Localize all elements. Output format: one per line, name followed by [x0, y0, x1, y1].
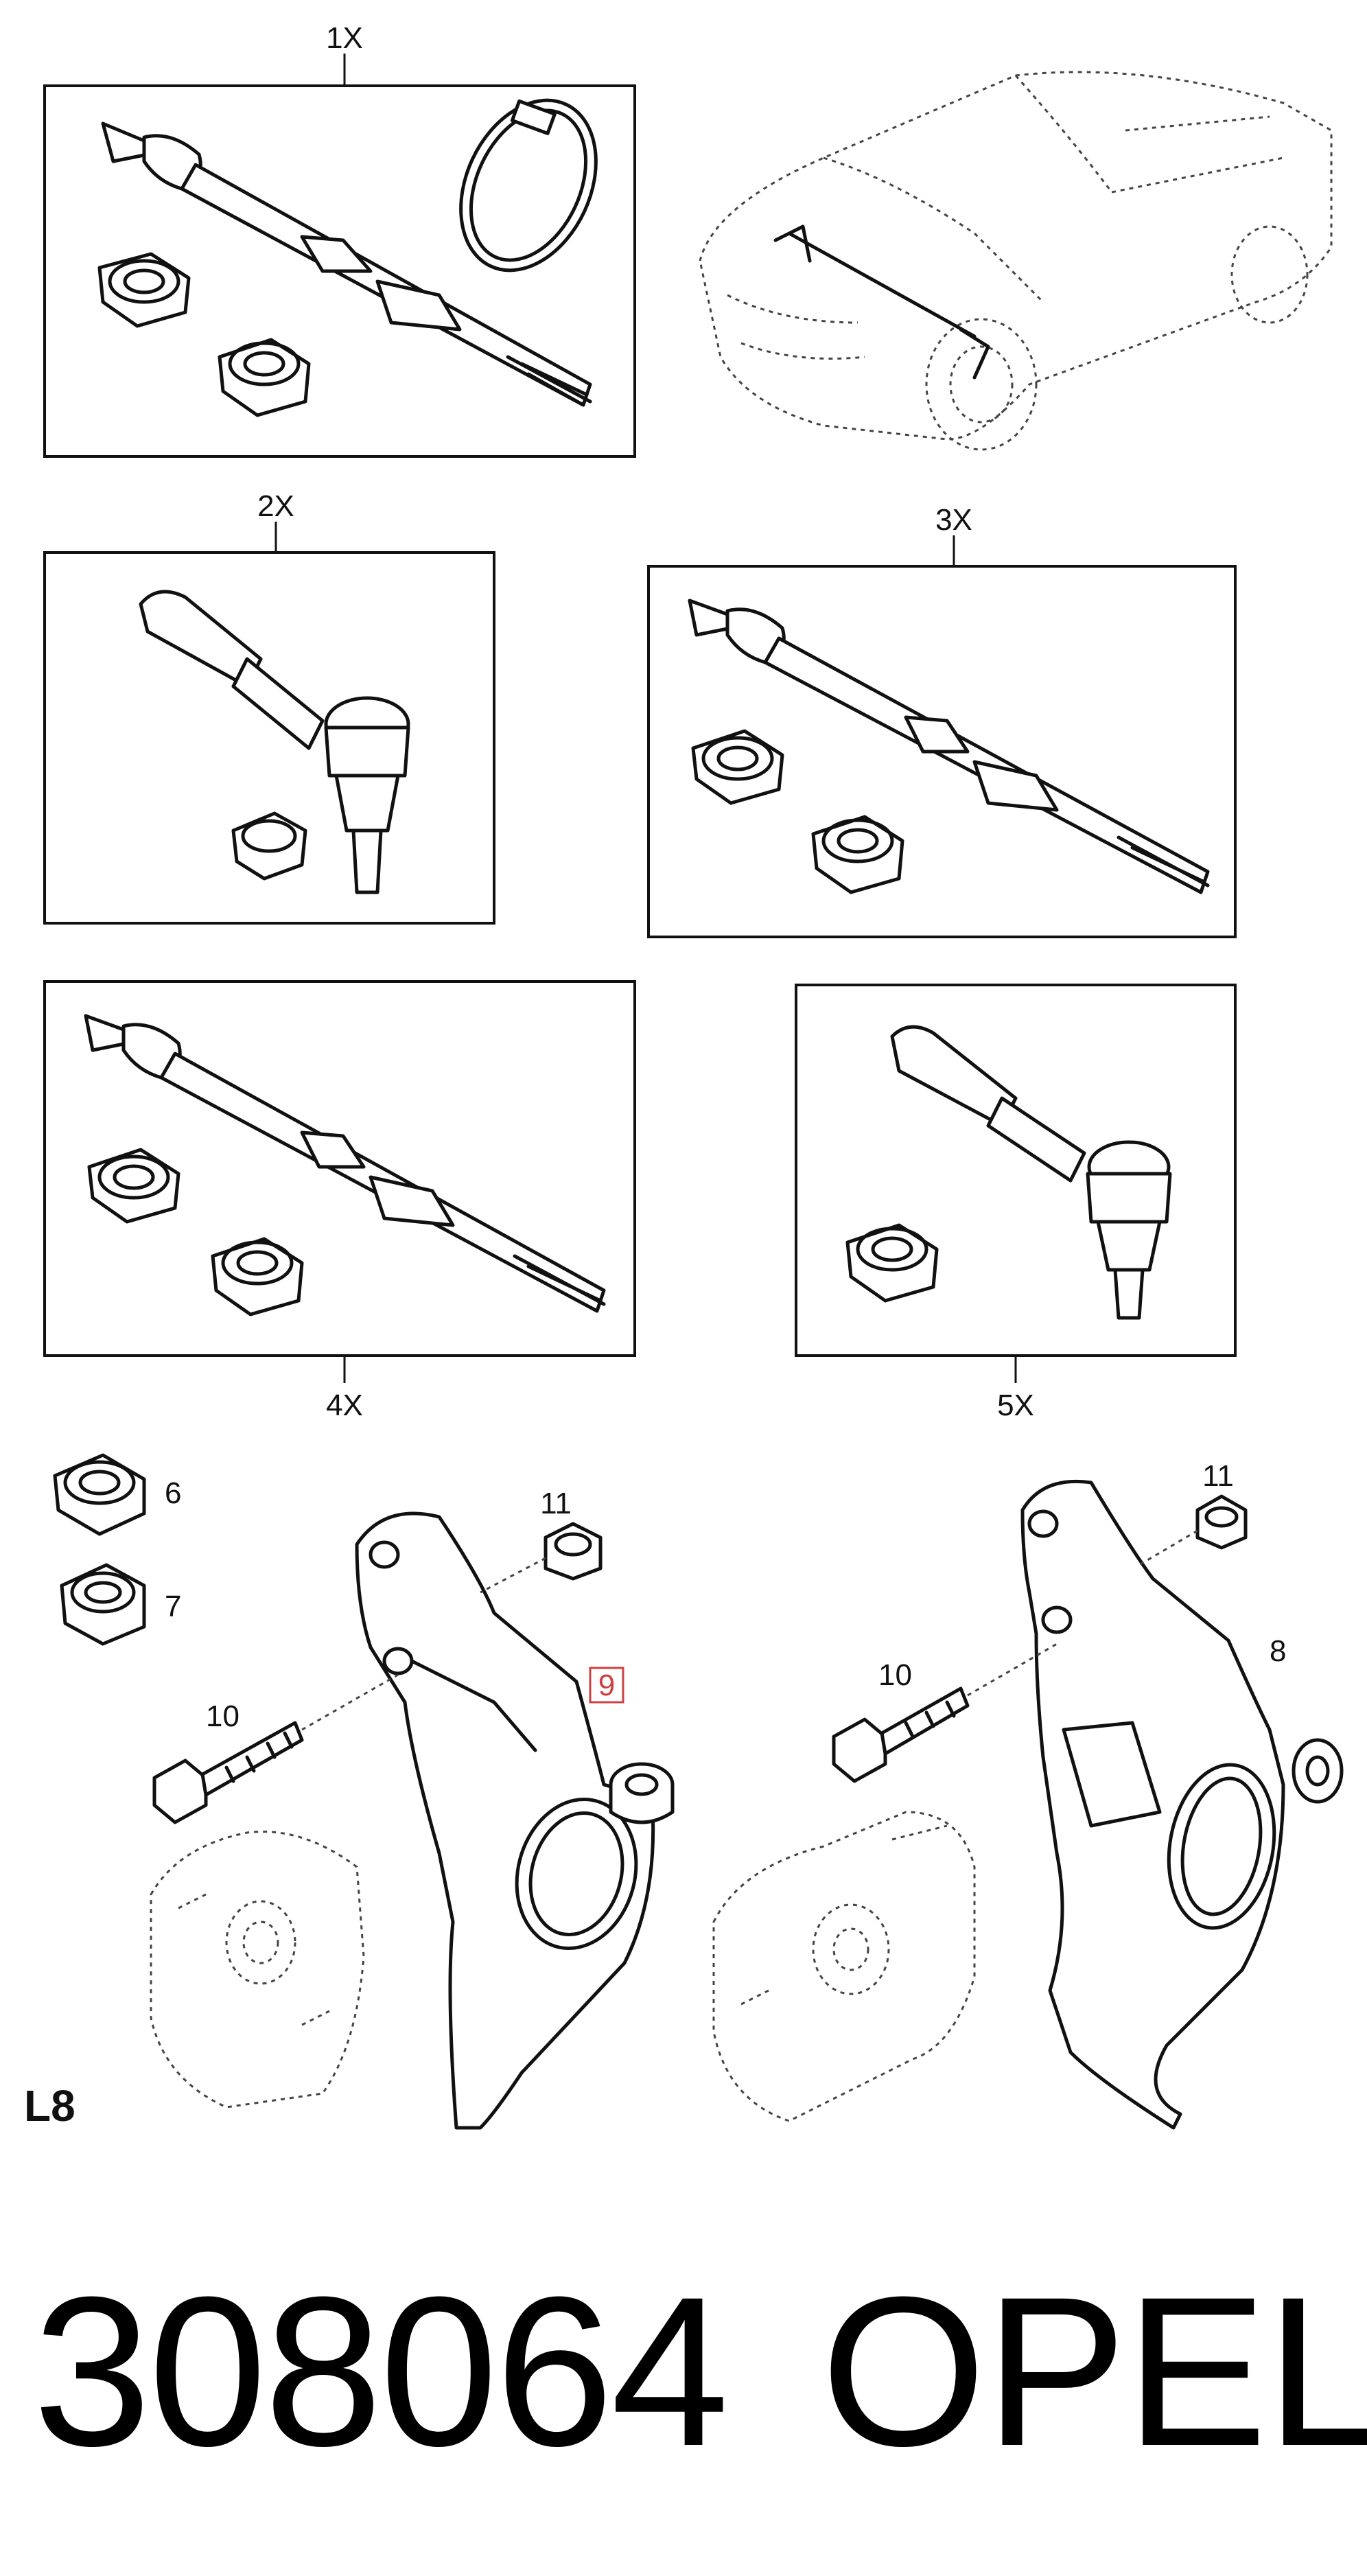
- callout-11-right: 11: [1202, 1459, 1234, 1493]
- callout-10-right: 10: [878, 1658, 912, 1692]
- group-1x: 1X: [43, 21, 636, 458]
- group-2x-frame: [43, 551, 495, 925]
- group-4x-frame: [43, 980, 636, 1357]
- callout-9: 9: [598, 1669, 615, 1702]
- callout-3x: 3X: [935, 503, 972, 537]
- section-label: L8: [24, 2081, 75, 2131]
- nut-3x-a: [691, 729, 784, 805]
- callout-5x: 5X: [997, 1389, 1034, 1422]
- nut-1x-b: [218, 338, 311, 417]
- callout-4x: 4X: [326, 1389, 363, 1422]
- callout-8: 8: [1270, 1634, 1286, 1668]
- tie-rod-1x: [101, 121, 592, 407]
- nut-1x-a: [97, 252, 191, 328]
- group-3x: 3X: [647, 503, 1237, 938]
- nut-3x-b: [811, 815, 904, 894]
- tie-rod-end-2x: [139, 590, 410, 894]
- brake-caliper-left: [150, 1831, 365, 2109]
- tie-rod-3x: [688, 599, 1210, 894]
- callout-1x: 1X: [326, 21, 363, 55]
- callout-11-left: 11: [540, 1487, 572, 1520]
- nut-11-left: [480, 1522, 603, 1594]
- brake-caliper-right: [712, 1811, 976, 2122]
- nut-7: [60, 1563, 146, 1646]
- nut-11-right: [1138, 1494, 1248, 1566]
- nut-2x: [231, 811, 307, 881]
- car-illustration: [699, 71, 1333, 451]
- group-1x-frame: [43, 84, 636, 458]
- nut-4x-b: [211, 1237, 304, 1316]
- nut-6: [53, 1453, 146, 1536]
- callout-7: 7: [165, 1590, 181, 1623]
- bolt-10-right: [832, 1643, 1058, 1783]
- steering-knuckle-right: [1020, 1479, 1344, 2130]
- nut-4x-a: [87, 1148, 180, 1224]
- group-2x: 2X: [43, 489, 495, 925]
- callout-6: 6: [165, 1476, 181, 1510]
- callout-2x: 2X: [257, 489, 294, 523]
- group-4x: 4X: [43, 980, 636, 1422]
- tie-rod-4x: [84, 1014, 606, 1313]
- group-5x: 5X: [795, 984, 1237, 1422]
- tie-rod-end-5x: [890, 1025, 1172, 1320]
- part-number: 308064: [33, 2252, 729, 2490]
- callout-10-left: 10: [206, 1699, 239, 1733]
- bolt-10-left: [152, 1673, 399, 1824]
- callout-9-box: [589, 1667, 624, 1704]
- brand-name: OPEL: [821, 2252, 1367, 2490]
- group-3x-frame: [647, 565, 1237, 938]
- bushing-left: [609, 1762, 675, 1824]
- nut-5x: [845, 1223, 939, 1303]
- steering-knuckle-left: [355, 1511, 655, 2130]
